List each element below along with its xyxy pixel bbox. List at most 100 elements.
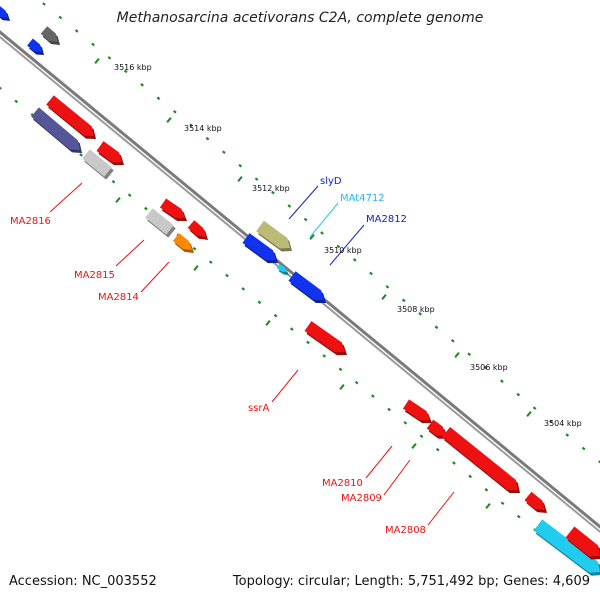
accession-text: Accession: NC_003552	[9, 574, 157, 589]
gene-arrow-blue-top	[27, 38, 44, 55]
tick-dot	[222, 150, 226, 154]
major-tick	[454, 352, 460, 358]
gene-label-MA2809: MA2809	[341, 493, 382, 504]
major-tick	[339, 384, 345, 390]
gene-arrow-edge	[0, 6, 10, 21]
tick-dot	[369, 271, 373, 276]
tick-dot	[500, 501, 505, 506]
gene-label-MAt4712: MAt4712	[340, 193, 385, 204]
major-tick	[193, 265, 199, 271]
tick-dot	[598, 460, 600, 464]
tick-dot	[484, 488, 489, 492]
tick-dot	[241, 287, 246, 291]
tick-dot	[208, 260, 213, 264]
tick-dot	[58, 15, 63, 20]
tick-dot	[205, 136, 210, 141]
tick-dot	[189, 123, 194, 128]
tick-dot	[450, 338, 455, 343]
tick-dot	[144, 206, 148, 211]
major-tick	[411, 443, 417, 449]
major-tick	[381, 294, 387, 300]
tick-dot	[468, 474, 473, 479]
label-leaders	[49, 182, 455, 526]
tick-dot	[467, 352, 472, 357]
gene-label-MA2810: MA2810	[322, 478, 363, 489]
tick-dot	[172, 109, 177, 114]
tick-dot	[338, 367, 343, 372]
major-tick	[94, 58, 100, 64]
tick-label-3508: 3508 kbp	[397, 305, 435, 314]
gene-arrow-red-top	[46, 95, 96, 139]
tick-label-3506: 3506 kbp	[470, 363, 508, 372]
gene-arrow-orange	[172, 233, 194, 253]
gene-label-ssrA: ssrA	[248, 403, 270, 414]
tick-dot	[306, 340, 310, 345]
major-tick	[166, 117, 172, 123]
tick-dot	[483, 365, 488, 370]
tick-dot	[352, 258, 357, 262]
genome-info-text: Topology: circular; Length: 5,751,492 bp…	[232, 574, 590, 589]
gene-arrow-gray-3	[145, 208, 176, 238]
major-tick	[526, 411, 532, 417]
tick-dot	[0, 86, 2, 90]
tick-dot	[401, 298, 406, 303]
tick-dot	[435, 447, 440, 452]
tick-dot	[371, 394, 375, 398]
tick-dot	[434, 325, 439, 330]
gene-label-MA2808: MA2808	[385, 525, 426, 536]
major-tick	[115, 197, 121, 203]
tick-label-3514: 3514 kbp	[184, 124, 222, 133]
gene-arrow-MA2808	[441, 426, 520, 494]
tick-dot	[322, 354, 327, 358]
tick-dot	[156, 96, 161, 101]
tick-dot	[516, 392, 521, 397]
gene-label-MA2814: MA2814	[98, 292, 139, 303]
tick-dot	[127, 193, 132, 197]
tick-dot	[403, 421, 408, 425]
tick-dot	[192, 246, 197, 251]
tick-dot	[303, 217, 308, 222]
gene-arrow-cyan	[533, 519, 600, 576]
major-tick	[309, 234, 315, 240]
tick-dot	[419, 434, 424, 439]
gene-arrow-red-2	[96, 141, 124, 166]
tick-dot	[289, 327, 294, 331]
tick-dot	[385, 285, 390, 289]
tick-dot	[581, 446, 586, 451]
tick-dot	[273, 313, 278, 318]
tick-dot	[549, 419, 553, 424]
gene-arrow-slyD	[256, 220, 292, 252]
tick-dot	[238, 163, 243, 168]
gene-arrow-ssrA	[304, 321, 347, 356]
tick-dot	[254, 177, 259, 181]
gene-arrow-purple	[31, 107, 82, 153]
tick-dot	[271, 190, 275, 195]
tick-dot	[42, 2, 46, 6]
tick-dot	[91, 42, 95, 47]
gene-arrow-MA2812-a	[242, 233, 278, 264]
tick-dot	[452, 461, 456, 465]
tick-dot	[74, 29, 79, 33]
tick-dot	[532, 406, 537, 410]
gene-arrow-MA2812	[288, 271, 326, 303]
gene-labels: slyD MAt4712 MA2812 MA2816 MA2815 MA2814…	[10, 176, 426, 536]
tick-dot	[418, 312, 422, 316]
major-tick	[485, 503, 491, 509]
major-tick	[265, 320, 271, 326]
major-tick	[237, 176, 243, 182]
tick-dot	[354, 380, 359, 385]
tick-dot	[320, 231, 324, 235]
tick-dot	[79, 153, 83, 157]
tick-dot	[500, 379, 504, 383]
tick-dot	[336, 244, 341, 249]
gene-arrow-MA2809	[426, 419, 448, 439]
tick-dot	[225, 273, 229, 278]
tick-label-3512: 3512 kbp	[252, 184, 290, 193]
tick-dot	[140, 83, 144, 87]
gene-label-MA2815: MA2815	[74, 270, 115, 281]
tick-dot	[14, 99, 19, 104]
gene-label-slyD: slyD	[320, 176, 342, 187]
gene-label-MA2816: MA2816	[10, 216, 51, 227]
